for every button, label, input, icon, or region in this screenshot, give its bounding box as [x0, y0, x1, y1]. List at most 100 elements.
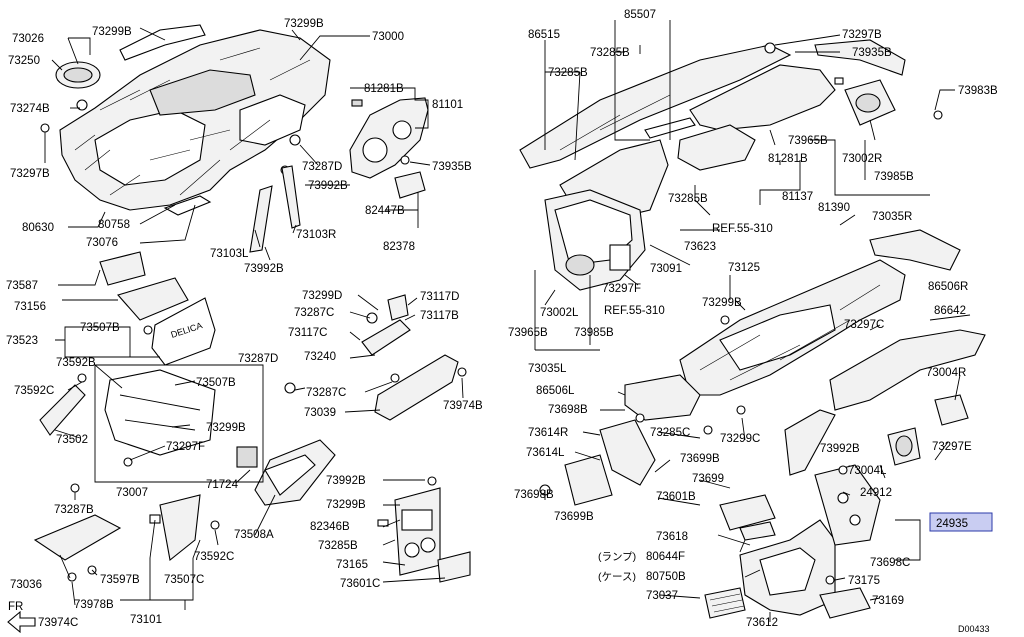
callout-73965b: 73965B: [508, 327, 548, 339]
callout-73285c: 73285C: [650, 427, 690, 439]
duct-cover-73614R: [539, 405, 746, 506]
callout-73992b: 73992B: [244, 263, 284, 275]
callout-73002l: 73002L: [540, 307, 579, 319]
callout-86515: 86515: [528, 29, 560, 41]
callout-73103l: 73103L: [210, 248, 249, 260]
callout-81390: 81390: [818, 202, 850, 214]
callout-73297f: 73297F: [602, 283, 641, 295]
callout-73597b: 73597B: [100, 574, 140, 586]
glove-box-73156: DELICA: [99, 251, 216, 366]
callout-labels: 73026 73299B 73299B 73000 73250 73274B 7…: [6, 9, 998, 634]
callout-73935b: 73935B: [432, 161, 472, 173]
callout-73007: 73007: [116, 487, 148, 499]
callout-73508a: 73508A: [234, 529, 274, 541]
callout-71724: 71724: [206, 479, 239, 491]
switch-panel-82447B: [394, 171, 426, 199]
bin-73169: [819, 587, 871, 619]
lower-glove-box-73508A: [236, 382, 336, 506]
bracket-73101: [149, 494, 220, 562]
center-console-73612: [739, 464, 881, 616]
highlight-24935: [929, 512, 993, 532]
callout-73287d: 73287D: [238, 353, 278, 365]
callout-24912: 24912: [860, 487, 892, 499]
callout-73287c: 73287C: [294, 307, 334, 319]
callout-73117b: 73117B: [420, 310, 459, 322]
callout-73297e: 73297E: [932, 441, 972, 453]
callout-73240: 73240: [304, 351, 336, 363]
callout-73039: 73039: [304, 407, 336, 419]
leader-lines: [44, 20, 971, 622]
callout-73299b: 73299B: [92, 26, 132, 38]
diagram-code: D00433: [958, 624, 990, 634]
meter-panel-73091: [544, 189, 646, 291]
callout-80644f: 80644F: [646, 551, 685, 563]
callout-73037: 73037: [646, 590, 678, 602]
callout-73297f: 73297F: [166, 441, 205, 453]
callout-73169: 73169: [872, 595, 904, 607]
pillar-trim-73103: [249, 165, 301, 253]
speaker-cover-73250: [55, 61, 101, 89]
lower-panel-73076: [163, 195, 212, 216]
callout-73601b: 73601B: [656, 491, 696, 503]
label-case: (ケース): [598, 571, 636, 583]
callout-73699b: 73699B: [680, 453, 720, 465]
callout-73297b: 73297B: [842, 29, 882, 41]
callout-81137: 81137: [782, 191, 813, 203]
callout-73125: 73125: [728, 262, 760, 274]
callout-73623: 73623: [684, 241, 716, 253]
callout-73502: 73502: [56, 434, 88, 446]
callout-24935[interactable]: 24935: [936, 518, 968, 530]
callout-73592c: 73592C: [194, 551, 234, 563]
callout-81281b: 81281B: [768, 153, 808, 165]
fr-arrow: [7, 610, 36, 634]
callout-73507b: 73507B: [80, 322, 120, 334]
callout-73297b: 73297B: [10, 168, 50, 180]
callout-73992b: 73992B: [308, 180, 348, 192]
meter-hood-81101: [280, 97, 429, 179]
callout-73974c: 73974C: [38, 617, 78, 629]
callout-85507: 85507: [624, 9, 656, 21]
callout-73250: 73250: [8, 55, 40, 67]
callout-73175: 73175: [848, 575, 880, 587]
callout-73297c: 73297C: [844, 319, 884, 331]
callout-73274b: 73274B: [10, 103, 50, 115]
callout-73507c: 73507C: [164, 574, 204, 586]
callout-73983b: 73983B: [958, 85, 998, 97]
ashtray-73037: [704, 587, 746, 619]
callout-73101: 73101: [130, 614, 162, 626]
label-lamp: (ランプ): [598, 551, 636, 563]
callout-73299c: 73299C: [720, 433, 760, 445]
callout-73992b: 73992B: [326, 475, 366, 487]
callout-86506r: 86506R: [928, 281, 968, 293]
callout-73523: 73523: [6, 335, 38, 347]
callout-73285b: 73285B: [668, 193, 708, 205]
callout-73699b: 73699B: [554, 511, 594, 523]
callout-73978b: 73978B: [74, 599, 114, 611]
callout-82378: 82378: [383, 241, 415, 253]
callout-73117d: 73117D: [420, 291, 459, 303]
callout-73002r: 73002R: [842, 153, 882, 165]
duct-86506L: [624, 374, 701, 421]
callout-73165: 73165: [336, 559, 368, 571]
heater-housing-73125: [679, 259, 906, 396]
callout-73612: 73612: [746, 617, 778, 629]
callout-73965b: 73965B: [788, 135, 828, 147]
callout-73117c: 73117C: [288, 327, 327, 339]
callout-73698c: 73698C: [870, 557, 910, 569]
callout-73156: 73156: [14, 301, 46, 313]
callout-73618: 73618: [656, 531, 688, 543]
callout-73614l: 73614L: [526, 447, 565, 459]
fr-label: FR: [8, 601, 23, 613]
callout-73592c: 73592C: [14, 385, 54, 397]
callout-73985b: 73985B: [874, 171, 914, 183]
side-vent-73004R: [887, 394, 969, 466]
callout-73935b: 73935B: [852, 47, 892, 59]
side-vent-duct-86642: [784, 329, 986, 476]
callout-73507b: 73507B: [196, 377, 236, 389]
callout-73287b: 73287B: [54, 504, 94, 516]
callout-73299b: 73299B: [284, 18, 324, 30]
callout-73036: 73036: [10, 579, 42, 591]
callout-73299b: 73299B: [326, 499, 366, 511]
callout-ref-55-310: REF.55-310: [604, 305, 665, 317]
